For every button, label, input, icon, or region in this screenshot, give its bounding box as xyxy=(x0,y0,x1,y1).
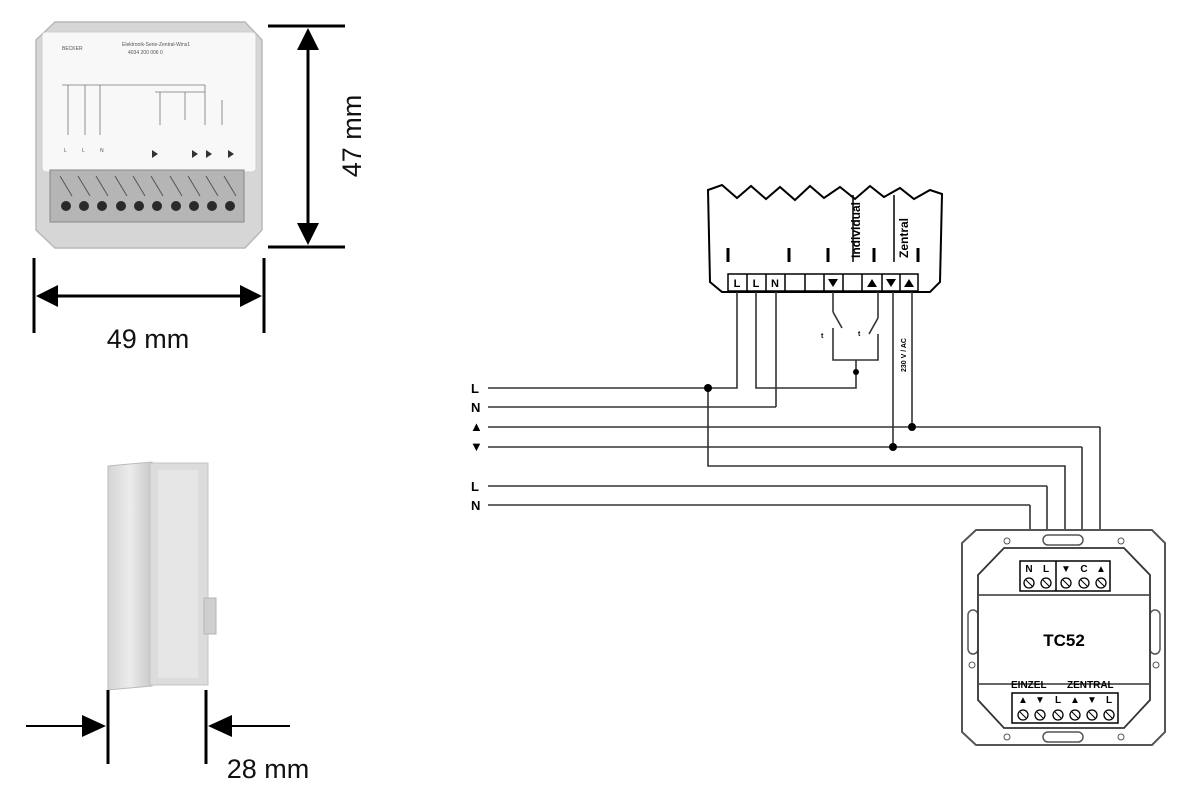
tc52-top-terminal-n: N xyxy=(1025,564,1032,575)
actuator-terminal-l2: L xyxy=(753,278,760,290)
actuator-terminal-n: N xyxy=(771,278,779,290)
width-dimension: 49 mm xyxy=(32,258,266,354)
tc52-bottom-terminal-1: ▲ xyxy=(1018,695,1028,706)
actuator-terminal-l1: L xyxy=(734,278,741,290)
depth-dimension: 28 mm xyxy=(26,690,309,784)
tc52-top-terminal-down: ▼ xyxy=(1061,564,1071,575)
actuator-module: Individual Zentral L L N xyxy=(706,183,944,293)
tc52-bottom-terminal-3: L xyxy=(1055,695,1061,706)
tc52-bottom-terminal-4: ▲ xyxy=(1070,695,1080,706)
bus-labels: L N ▲ ▼ L N xyxy=(470,381,483,513)
device-brand: BECKER xyxy=(62,46,83,52)
wiring: t t 230 V / AC xyxy=(488,292,1101,560)
bus-label-n2: N xyxy=(471,498,480,513)
bus-label-l: L xyxy=(471,381,479,396)
tc52-group-zentral: ZENTRAL xyxy=(1067,680,1114,691)
device-label-schematic xyxy=(62,84,223,135)
device-term-l2: L xyxy=(82,148,85,154)
voltage-label: 230 V / AC xyxy=(901,338,908,372)
tc52-device: N L ▼ C ▲ TC52 EINZEL ZENTRAL ▲ ▼ L ▲ ▼ … xyxy=(961,529,1166,746)
tc52-name: TC52 xyxy=(1043,631,1085,650)
section-zentral-label: Zentral xyxy=(897,218,911,258)
bus-label-l2: L xyxy=(471,479,479,494)
actuator-arrow-terminals xyxy=(828,279,914,287)
tc52-top-terminal-c: C xyxy=(1080,564,1087,575)
tc52-top-terminal-up: ▲ xyxy=(1096,564,1106,575)
section-individual-label: Individual xyxy=(849,202,863,258)
device-term-n: N xyxy=(100,148,104,154)
bus-label-up: ▲ xyxy=(470,419,483,434)
width-label: 49 mm xyxy=(107,324,190,354)
switch-2-label: t xyxy=(858,331,861,338)
device-side-photo xyxy=(107,461,217,691)
tc52-bottom-terminal-5: ▼ xyxy=(1087,695,1097,706)
device-product-line-1: Elektronik-Serie-Zentral-Wins1 xyxy=(122,42,190,48)
tc52-bottom-terminal-2: ▼ xyxy=(1035,695,1045,706)
bus-label-down: ▼ xyxy=(470,439,483,454)
device-term-l1: L xyxy=(64,148,67,154)
height-dimension: 47 mm xyxy=(268,24,367,249)
device-product-line-2: 4034 200 006 0 xyxy=(128,50,163,56)
bus-label-n: N xyxy=(471,400,480,415)
tc52-bottom-terminal-6: L xyxy=(1106,695,1112,706)
device-arrow-marks xyxy=(152,150,234,158)
tc52-group-einzel: EINZEL xyxy=(1011,680,1047,691)
device-terminal-screws xyxy=(59,175,237,211)
tc52-top-terminal-l: L xyxy=(1043,564,1049,575)
switch-1-label: t xyxy=(821,333,824,340)
device-front-photo: BECKER Elektronik-Serie-Zentral-Wins1 40… xyxy=(35,21,263,249)
height-label: 47 mm xyxy=(337,95,367,178)
depth-label: 28 mm xyxy=(227,754,310,784)
